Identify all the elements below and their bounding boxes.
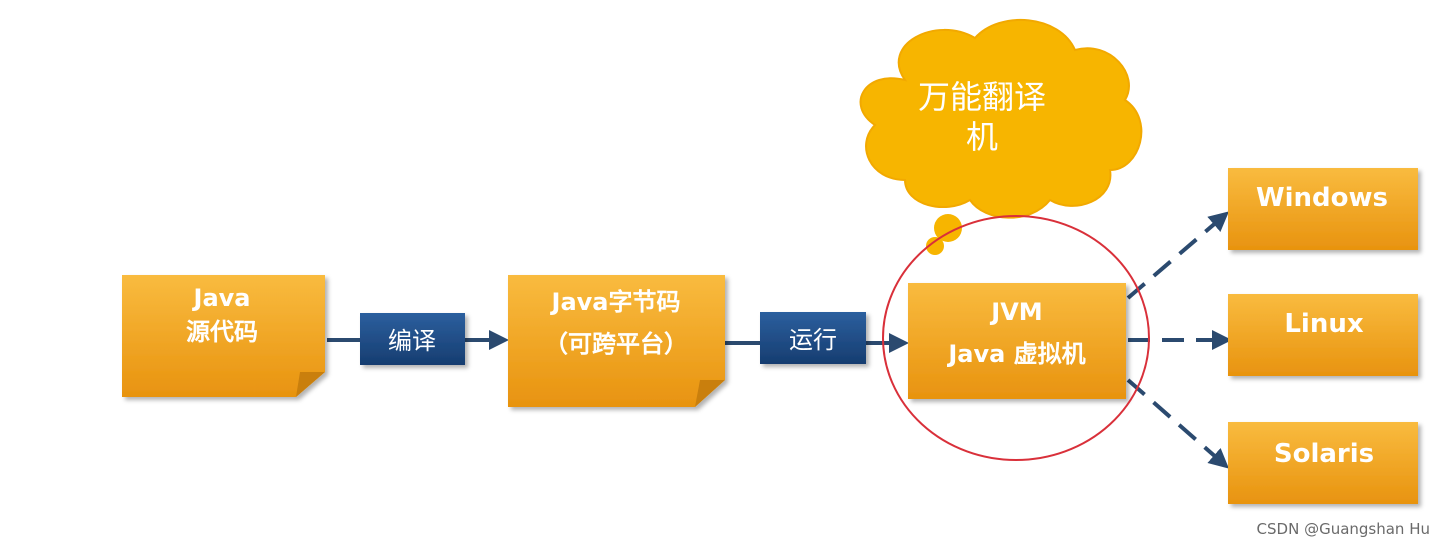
cloud-text-line1: 万能翻译 [918, 78, 1046, 116]
edge-jvm-solaris [1128, 380, 1226, 466]
node-java-source-line2: 源代码 [186, 318, 258, 346]
node-java-bytecode-line1: Java字节码 [550, 288, 681, 316]
node-jvm-line1: JVM [989, 298, 1042, 326]
watermark: CSDN @Guangshan Hu [1257, 520, 1430, 538]
edge-label-run-text: 运行 [789, 326, 837, 354]
node-jvm-line2: Java 虚拟机 [946, 340, 1085, 368]
node-linux-label: Linux [1284, 309, 1363, 339]
node-java-bytecode-line2: （可跨平台） [544, 330, 688, 358]
node-java-source-line1: Java [192, 284, 251, 312]
thought-cloud: 万能翻译 机 [861, 20, 1142, 255]
node-windows-label: Windows [1256, 183, 1388, 213]
node-solaris-label: Solaris [1274, 439, 1374, 469]
cloud-text-line2: 机 [966, 118, 998, 156]
edge-jvm-windows [1128, 214, 1226, 298]
edge-label-compile-text: 编译 [388, 327, 436, 355]
